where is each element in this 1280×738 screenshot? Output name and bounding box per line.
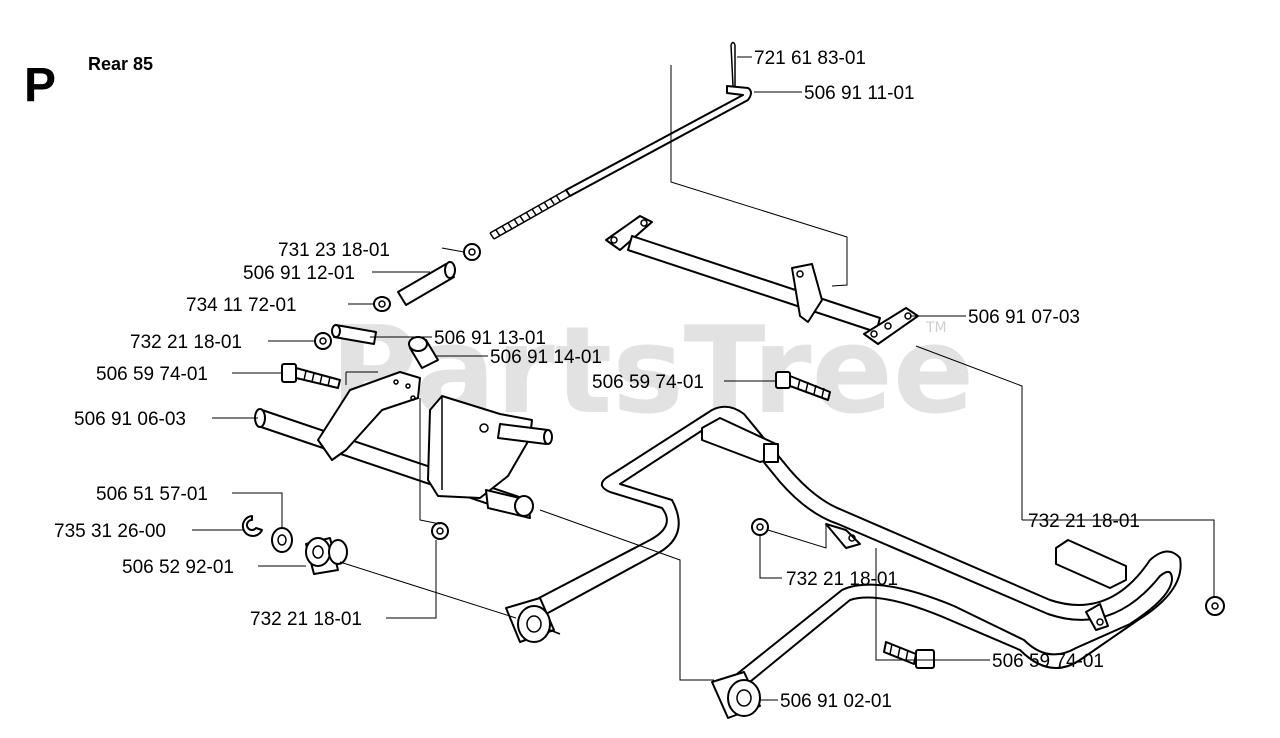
bolt-bottom-drawing xyxy=(883,641,935,669)
leader-lines xyxy=(192,56,1215,701)
part-label[interactable]: 732 21 18-01 xyxy=(250,609,362,630)
part-label[interactable]: 506 91 12-01 xyxy=(243,263,355,284)
spacer-tube-drawing xyxy=(397,261,456,306)
main-frame-drawing xyxy=(515,405,1182,691)
part-label[interactable]: 731 23 18-01 xyxy=(278,240,390,261)
bolt-right-drawing xyxy=(775,371,831,401)
flat-washer-drawing xyxy=(271,527,293,553)
part-label[interactable]: 732 21 18-01 xyxy=(1028,511,1140,532)
guide-line-upper xyxy=(670,65,848,287)
part-label[interactable]: 735 31 26-00 xyxy=(54,521,166,542)
part-label[interactable]: 506 91 02-01 xyxy=(780,691,892,712)
rear-shaft-drawing xyxy=(605,215,919,345)
part-label[interactable]: 506 91 14-01 xyxy=(490,347,602,368)
part-labels: 721 61 83-01 506 91 11-01 731 23 18-01 5… xyxy=(54,48,1140,712)
retaining-clip-drawing xyxy=(241,515,263,537)
section-letter: P xyxy=(24,59,56,112)
cotter-pin-drawing xyxy=(730,41,736,87)
lift-rod-drawing xyxy=(489,85,752,240)
part-label[interactable]: 721 61 83-01 xyxy=(754,48,866,69)
part-label[interactable]: 506 91 11-01 xyxy=(804,83,915,104)
frame-collar-right-drawing xyxy=(711,671,761,719)
nut-upper-left-drawing xyxy=(314,332,332,350)
pivot-shaft-drawing xyxy=(254,371,553,519)
part-label[interactable]: 732 21 18-01 xyxy=(786,569,898,590)
part-label[interactable]: 506 59 74-01 xyxy=(992,651,1104,672)
part-label[interactable]: 506 91 06-03 xyxy=(74,409,186,430)
part-label[interactable]: 506 52 92-01 xyxy=(122,557,234,578)
part-label[interactable]: 732 21 18-01 xyxy=(130,332,242,353)
section-title: Rear 85 xyxy=(88,54,153,74)
nut-right-drawing xyxy=(1205,596,1225,616)
part-label[interactable]: 506 51 57-01 xyxy=(96,484,208,505)
pin-drawing xyxy=(331,324,377,345)
frame-collar-left-drawing xyxy=(505,597,561,643)
rod-nut-drawing xyxy=(463,243,481,261)
washer-drawing xyxy=(373,296,391,312)
bolt-upper-left-drawing xyxy=(281,363,341,389)
part-label[interactable]: 734 11 72-01 xyxy=(186,295,297,316)
nut-frame-drawing xyxy=(751,518,769,536)
watermark-tm: TM xyxy=(925,320,947,336)
nut-center-drawing xyxy=(431,522,449,540)
part-label[interactable]: 506 91 13-01 xyxy=(434,328,546,349)
part-label[interactable]: 506 59 74-01 xyxy=(592,372,704,393)
part-label[interactable]: 506 91 07-03 xyxy=(968,307,1080,328)
flange-bushing-drawing xyxy=(305,537,348,575)
part-label[interactable]: 506 59 74-01 xyxy=(96,364,208,385)
